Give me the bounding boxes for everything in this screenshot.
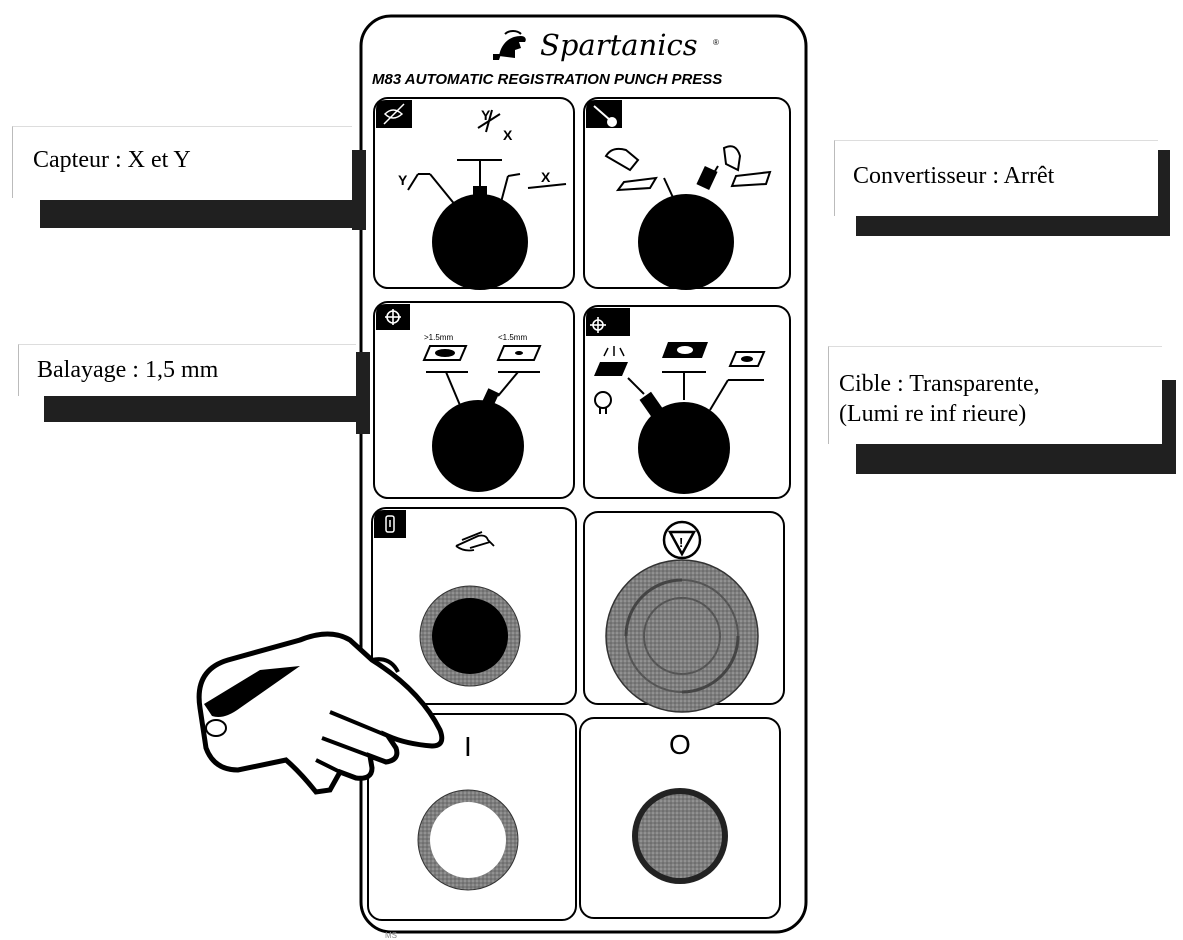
converter-callout-shadow-side [1158, 150, 1170, 236]
light-target-icon [728, 351, 766, 367]
axis-x-label-top: X [503, 127, 513, 143]
converter-callout: Convertisseur : Arrêt [834, 140, 1158, 216]
xy-axes-icon [477, 109, 501, 133]
target-callout-shadow [856, 442, 1172, 474]
x-arrow-icon [527, 183, 567, 189]
crosshair-icon [385, 309, 401, 325]
axis-y-label-left: Y [398, 172, 408, 188]
warning-triangle-icon: ! [662, 520, 702, 560]
converter-on-icon [722, 145, 772, 188]
lightbulb-icon [594, 391, 612, 414]
dark-target-icon [662, 342, 708, 358]
sensor-callout: Capteur : X et Y [12, 126, 352, 198]
brand-trademark: ® [713, 38, 719, 47]
scan-selector-knob[interactable] [432, 400, 524, 492]
axis-x-label-right: X [541, 169, 551, 185]
scan-callout-shadow [44, 396, 362, 422]
target-crosshair-icon [590, 317, 606, 333]
scan-callout: Balayage : 1,5 mm [18, 344, 356, 396]
hand-press-icon [455, 531, 495, 552]
target-transparent-icon [608, 312, 624, 332]
sensor-eye-icon [383, 103, 405, 125]
target-selector-knob[interactable] [638, 402, 730, 494]
scan-selector-module: >1.5mm <1.5mm [373, 301, 575, 499]
small-spot-icon [496, 345, 542, 361]
converter-callout-text: Convertisseur : Arrêt [853, 163, 1055, 189]
manual-push-button[interactable] [432, 598, 508, 674]
emergency-stop-button[interactable] [605, 559, 759, 713]
stop-symbol: O [669, 729, 691, 760]
spartanics-logo [493, 30, 526, 60]
converter-selector-knob[interactable] [638, 194, 734, 290]
target-callout-line1: Cible : Transparente, [839, 371, 1040, 397]
svg-text:!: ! [679, 535, 683, 550]
y-arrow-icon [407, 173, 419, 191]
emergency-stop-module: ! [583, 511, 785, 713]
backlit-target-icon [594, 346, 628, 376]
target-callout: Cible : Transparente, (Lumi re inf rieur… [828, 346, 1162, 444]
figure-label-stub: MS [385, 931, 397, 940]
sensor-selector-module: Y X Y X [373, 97, 575, 290]
scan-large-label: >1.5mm [424, 333, 453, 342]
stop-button-module: O [579, 717, 781, 919]
panel-subtitle: M83 AUTOMATIC REGISTRATION PUNCH PRESS [372, 71, 722, 88]
large-spot-icon [422, 345, 468, 361]
manual-button-module [371, 507, 577, 705]
rotate-release-arrows-icon [624, 578, 740, 694]
stop-button[interactable] [638, 794, 722, 878]
scan-small-label: <1.5mm [498, 333, 527, 342]
jog-icon [385, 515, 395, 533]
converter-roller-icon [593, 105, 617, 127]
converter-off-icon [604, 147, 658, 192]
target-selector-module [583, 305, 791, 499]
scan-callout-text: Balayage : 1,5 mm [37, 357, 219, 383]
brand-name: Spartanics [540, 28, 698, 62]
start-symbol: I [464, 731, 472, 762]
pointing-hand-icon [196, 631, 445, 795]
converter-selector-module [583, 97, 791, 290]
sensor-selector-knob[interactable] [432, 194, 528, 290]
start-button-module: I [367, 713, 577, 921]
target-callout-shadow-side [1162, 380, 1176, 474]
axis-y-label-top: Y [481, 107, 491, 123]
target-callout-line2: (Lumi re inf rieure) [839, 401, 1027, 427]
start-button[interactable] [430, 802, 506, 878]
sensor-callout-shadow [40, 200, 362, 228]
sensor-callout-text: Capteur : X et Y [33, 147, 191, 173]
